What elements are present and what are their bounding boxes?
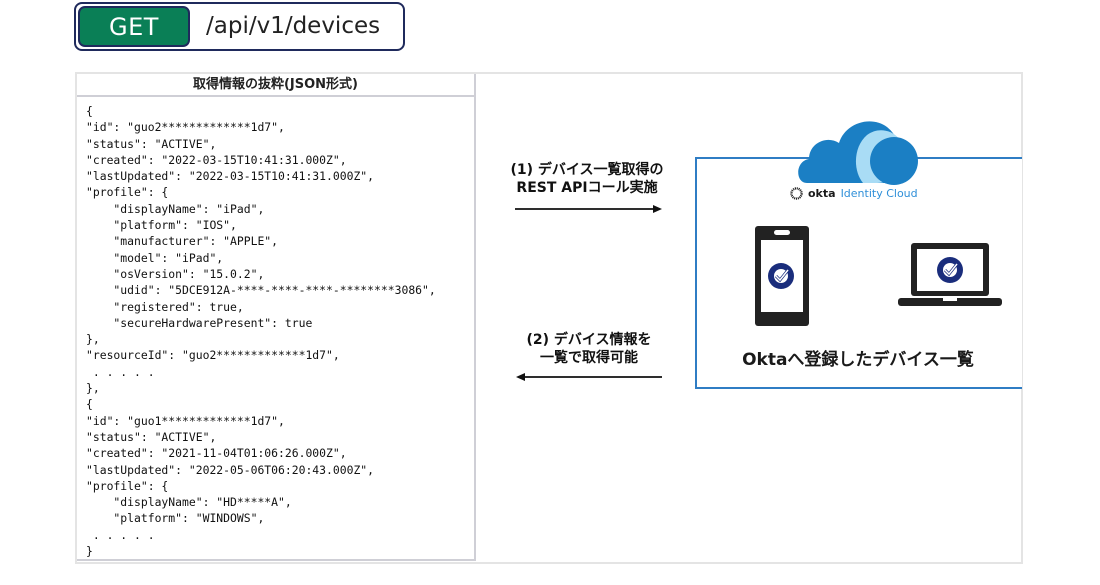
json-code-line: "lastUpdated": "2022-03-15T10:41:31.000Z…: [86, 169, 375, 184]
json-code-line: "created": "2022-03-15T10:41:31.000Z",: [86, 152, 347, 167]
json-code-line: "platform": "WINDOWS",: [86, 511, 265, 526]
json-excerpt-panel: 取得情報の抜粋(JSON形式) { "id": "guo2************…: [77, 74, 476, 561]
json-code-block: {"id": "guo2*************1d7","status": …: [77, 97, 474, 559]
request-arrow-right: [515, 205, 662, 213]
json-code-line: "displayName": "iPad",: [86, 201, 265, 216]
json-code-line: "profile": {: [86, 478, 169, 493]
okta-product-text: Identity Cloud: [840, 186, 918, 200]
json-code-line: "profile": {: [86, 185, 169, 200]
json-code-line: . . . . .: [86, 527, 155, 542]
json-code-line: {: [86, 104, 93, 118]
step2-caption: (2) デバイス情報を 一覧で取得可能: [489, 331, 689, 367]
json-code-line: "id": "guo1*************1d7",: [86, 413, 285, 428]
json-code-line: "platform": "IOS",: [86, 218, 237, 233]
response-arrow-left: [516, 373, 662, 381]
json-code-line: "created": "2021-11-04T01:06:26.000Z",: [86, 446, 347, 461]
json-code-line: },: [86, 332, 100, 347]
json-code-line: "osVersion": "15.0.2",: [86, 266, 265, 281]
json-code-line: "lastUpdated": "2022-05-06T06:20:43.000Z…: [86, 462, 375, 477]
json-code-line: }: [86, 544, 93, 559]
json-panel-title: 取得情報の抜粋(JSON形式): [77, 74, 474, 97]
json-code-line: "resourceId": "guo2*************1d7",: [86, 348, 340, 363]
json-code-line: "udid": "5DCE912A-****-****-****-*******…: [86, 283, 436, 298]
api-path: /api/v1/devices: [206, 13, 381, 39]
okta-brand-text: okta: [808, 186, 836, 200]
laptop-icon: [898, 243, 1002, 306]
json-code-line: "id": "guo2*************1d7",: [86, 120, 285, 135]
step1-line1: (1) デバイス一覧取得の: [510, 162, 664, 178]
smartphone-icon: [755, 226, 809, 326]
step1-line2: REST APIコール実施: [516, 180, 658, 196]
json-code-line: {: [86, 397, 93, 412]
json-code-line: "displayName": "HD*****A",: [86, 495, 292, 510]
json-code-line: "manufacturer": "APPLE",: [86, 234, 279, 249]
http-method-badge: GET: [78, 6, 190, 47]
json-code-line: "registered": true,: [86, 299, 244, 314]
json-code-line: },: [86, 381, 100, 396]
step2-line2: 一覧で取得可能: [540, 350, 638, 366]
step1-caption: (1) デバイス一覧取得の REST APIコール実施: [487, 161, 687, 197]
step2-line1: (2) デバイス情報を: [526, 332, 652, 348]
json-code-line: "model": "iPad",: [86, 250, 224, 265]
okta-devices-caption: Oktaへ登録したデバイス一覧: [742, 350, 974, 370]
api-endpoint-label: GET /api/v1/devices: [74, 2, 405, 51]
json-code-line: "status": "ACTIVE",: [86, 429, 217, 444]
okta-sunburst-icon: [790, 186, 803, 200]
json-code-line: . . . . .: [86, 364, 155, 379]
json-code-line: "secureHardwarePresent": true: [86, 315, 313, 330]
okta-cloud-icon: [798, 121, 918, 185]
okta-identity-cloud-logo: okta Identity Cloud: [790, 185, 920, 201]
json-code-line: "status": "ACTIVE",: [86, 136, 217, 151]
